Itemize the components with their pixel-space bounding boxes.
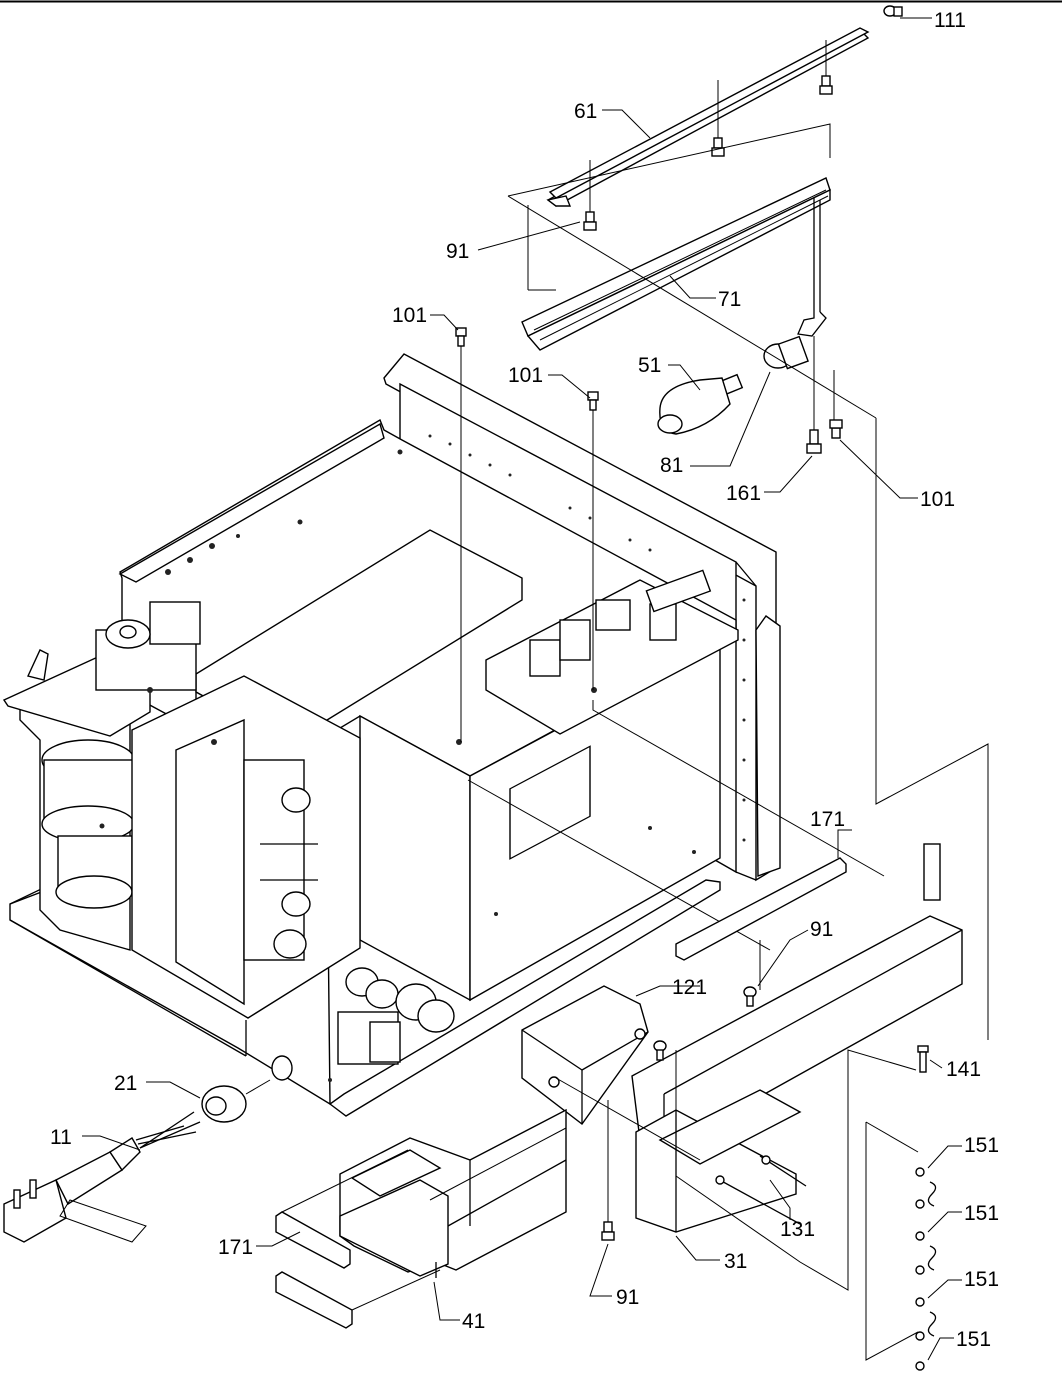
screw-101-icon xyxy=(829,419,843,439)
callout-91: 91 xyxy=(616,1286,639,1309)
callout-labels: 111 61 91 71 101 101 51 81 161 101 171 9… xyxy=(50,9,999,1351)
screw-101b-icon xyxy=(587,391,599,411)
callout-111: 111 xyxy=(934,9,966,32)
callout-21: 21 xyxy=(114,1072,137,1095)
power-cord-11 xyxy=(3,1111,201,1243)
base-cover-assembly xyxy=(521,843,963,1361)
callout-101: 101 xyxy=(508,364,543,387)
washer-151-icon xyxy=(915,1231,925,1241)
strip-171-left-b xyxy=(275,1271,353,1329)
screw-91c-icon xyxy=(601,1221,615,1241)
callout-151: 151 xyxy=(964,1134,999,1157)
callout-141: 141 xyxy=(946,1058,981,1081)
washer-151-icon xyxy=(915,1167,925,1177)
leader-lines xyxy=(82,17,962,1361)
callout-161: 161 xyxy=(726,482,761,505)
washer-column xyxy=(915,1167,937,1371)
callout-51: 51 xyxy=(638,354,661,377)
shaft-131 xyxy=(715,1177,801,1225)
callout-171: 171 xyxy=(218,1236,253,1259)
callout-31: 31 xyxy=(724,1250,747,1273)
callout-11: 11 xyxy=(50,1126,72,1149)
callout-71: 71 xyxy=(718,288,741,311)
callout-151: 151 xyxy=(964,1202,999,1225)
callout-151: 151 xyxy=(956,1328,991,1351)
screw-icon xyxy=(711,137,725,157)
screw-icon xyxy=(819,75,833,95)
cord-assembly xyxy=(3,1055,293,1243)
lamp-bulb-51 xyxy=(657,373,744,435)
callout-151: 151 xyxy=(964,1268,999,1291)
fan-motor xyxy=(27,601,201,691)
callout-81: 81 xyxy=(660,454,683,477)
frame-holes xyxy=(428,434,746,842)
screw-111-icon xyxy=(883,5,903,17)
callout-121: 121 xyxy=(672,976,707,999)
component-121 xyxy=(521,985,649,1125)
upper-plate xyxy=(118,422,385,583)
strip-171-left-a xyxy=(275,1211,351,1269)
post xyxy=(923,843,941,901)
rail-61-lip xyxy=(548,27,870,199)
rivet-141-icon xyxy=(917,1045,929,1073)
screw-101a-icon xyxy=(455,327,467,347)
oven-chassis xyxy=(2,353,781,1117)
screw-161-icon xyxy=(806,429,822,454)
rail-61-end xyxy=(546,195,572,207)
washer-151-icon xyxy=(915,1297,925,1307)
callout-101: 101 xyxy=(392,304,427,327)
callout-41: 41 xyxy=(462,1310,485,1333)
strip-171-right xyxy=(675,857,847,961)
cavity-window xyxy=(509,745,591,860)
callout-101: 101 xyxy=(920,488,955,511)
callout-171: 171 xyxy=(810,808,845,831)
callout-91: 91 xyxy=(810,918,833,941)
callout-131: 131 xyxy=(780,1218,815,1241)
callout-61: 61 xyxy=(574,100,597,123)
left-cover-assembly xyxy=(275,1108,567,1329)
screw-icon xyxy=(653,1040,667,1061)
screw-icon xyxy=(583,211,597,231)
top-rail-group xyxy=(507,5,989,1040)
washer-151-icon xyxy=(915,1361,925,1371)
callout-91: 91 xyxy=(446,240,469,263)
screw-91b-icon xyxy=(743,986,757,1007)
terminal-block xyxy=(337,967,455,1065)
door-edge xyxy=(755,615,781,877)
